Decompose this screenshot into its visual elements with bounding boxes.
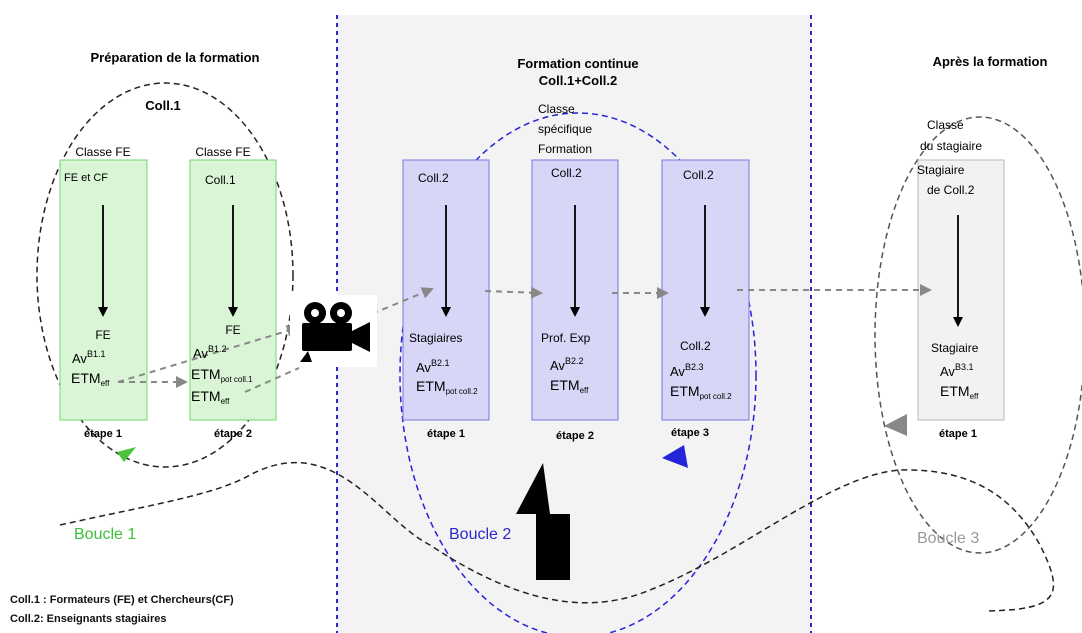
box-b31-av: AvB3.1 (940, 362, 973, 379)
box-b23-etm: ETMpot coll.2 (670, 383, 732, 401)
section-title-continuous-2: Coll.1+Coll.2 (539, 73, 617, 88)
box-b22-step: étape 2 (556, 430, 594, 442)
box-b11-bottom: FE (95, 328, 110, 342)
box-b21-bottom: Stagiaires (409, 331, 462, 345)
box-b21-step: étape 1 (427, 428, 465, 440)
legend-coll1: Coll.1 : Formateurs (FE) et Chercheurs(C… (10, 594, 234, 606)
loop1-direction-arrow (117, 447, 136, 462)
loop3-label: Boucle 3 (917, 530, 979, 547)
box-b12-av: AvB1.2 (193, 344, 226, 361)
connector-b12-to-camera (244, 367, 300, 393)
box-b31-top-1: Stagiaire (917, 163, 965, 177)
box-b21-av: AvB2.1 (416, 358, 449, 375)
loop2-direction-arrow (662, 445, 688, 468)
box-b12-top: Coll.1 (205, 173, 236, 187)
section-title-continuous-1: Formation continue (517, 56, 638, 71)
box-b31 (917, 159, 1005, 421)
box-b23-bottom: Coll.2 (680, 339, 711, 353)
connector-b11-to-b12-upper (117, 325, 299, 383)
coll1-ellipse (36, 82, 294, 468)
big-up-arrow (516, 463, 570, 580)
box-b22-av: AvB2.2 (550, 356, 583, 373)
video-camera-icon (290, 295, 377, 367)
box-b22-header-3: Formation (538, 142, 592, 156)
box-b11-etm: ETMeff (71, 370, 110, 388)
box-b22-top: Coll.2 (551, 166, 582, 180)
box-b31-bottom: Stagiaire (931, 341, 979, 355)
loop2-label: Boucle 2 (449, 526, 511, 543)
box-b23-top: Coll.2 (683, 168, 714, 182)
box-b11-top: FE et CF (64, 172, 108, 184)
section-title-after: Après la formation (933, 54, 1048, 69)
loop1-label: Boucle 1 (74, 526, 136, 543)
box-b21-top: Coll.2 (418, 171, 449, 185)
box-b21-etm: ETMpot coll.2 (416, 378, 478, 396)
box-b11-av: AvB1.1 (72, 349, 105, 366)
box-b11-step: étape 1 (84, 428, 122, 440)
box-b23-av: AvB2.3 (670, 362, 703, 379)
box-b22-bottom: Prof. Exp (541, 331, 591, 345)
box-b31-step: étape 1 (939, 428, 977, 440)
box-b31-header-2: du stagiaire (920, 139, 982, 153)
loop-wave-curve (59, 461, 1055, 612)
legend-coll2: Coll.2: Enseignants stagiaires (10, 613, 167, 625)
box-b12-etm1: ETMpot coll.1 (191, 366, 253, 384)
coll1-title: Coll.1 (145, 98, 180, 113)
box-b12-header: Classe FE (195, 145, 250, 159)
loop3-direction-arrow (884, 414, 907, 436)
box-b31-top-2: de Coll.2 (927, 183, 975, 197)
box-b22-header-1: Classe (538, 102, 575, 116)
box-b11-header: Classe FE (75, 145, 130, 159)
box-b12-bottom: FE (225, 323, 240, 337)
box-b12-etm2: ETMeff (191, 388, 230, 406)
section-title-preparation: Préparation de la formation (90, 50, 259, 65)
coll-1-2-ellipse (399, 112, 757, 633)
box-b12-step: étape 2 (214, 428, 252, 440)
box-b31-etm: ETMeff (940, 383, 979, 401)
box-b23-step: étape 3 (671, 427, 709, 439)
box-b22-etm: ETMeff (550, 377, 589, 395)
connector-b21-to-b22 (484, 286, 543, 299)
box-b31-header-1: Classe (927, 118, 964, 132)
box-b22-header-2: spécifique (538, 122, 592, 136)
after-training-ellipse (874, 116, 1082, 554)
